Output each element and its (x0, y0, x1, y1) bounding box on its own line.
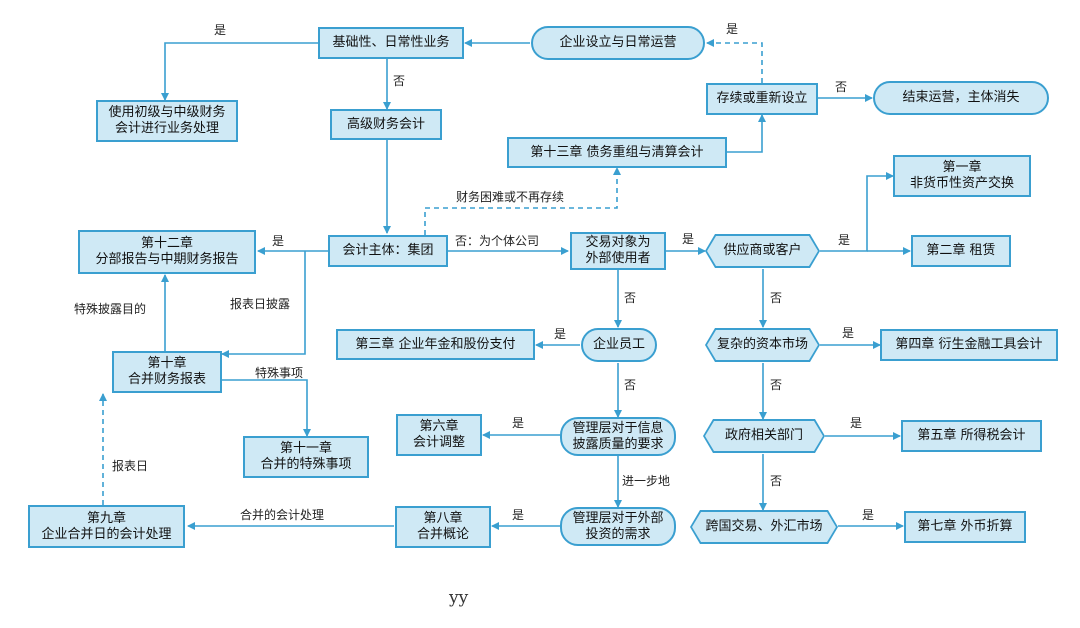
label-yes: 是 (272, 234, 285, 248)
node-government-departments: 政府相关部门 (703, 419, 825, 453)
node-enterprise-setup: 企业设立与日常运营 (531, 26, 705, 60)
label-no: 否 (770, 291, 783, 305)
node-external-investment-needs: 管理层对于外部 投资的需求 (560, 507, 676, 546)
node-cross-border-fx-market: 跨国交易、外汇市场 (690, 510, 838, 544)
label-no: 否 (770, 474, 783, 488)
label-special-items: 特殊事项 (255, 366, 304, 380)
label-yes: 是 (726, 22, 739, 36)
node-chapter-8: 第八章 合并概论 (395, 506, 491, 548)
edge-jcxrc-cjzj (161, 42, 318, 101)
edge-ch10-ch11 (222, 379, 311, 437)
node-chapter-13: 第十三章 债务重组与清算会计 (507, 137, 727, 168)
node-chapter-4: 第四章 衍生金融工具会计 (880, 329, 1058, 361)
label-no: 否 (624, 291, 637, 305)
edge-ch13-cxhcxsl (727, 114, 766, 153)
node-chapter-1: 第一章 非货币性资产交换 (893, 155, 1031, 197)
node-basic-daily-business: 基础性、日常性业务 (318, 27, 464, 59)
node-supplier-or-customer: 供应商或客户 (705, 234, 820, 268)
edge-kjzt-ch10 (221, 251, 306, 358)
label-no: 否 (624, 378, 637, 392)
node-supplier-or-customer-label: 供应商或客户 (707, 236, 818, 266)
edge-gys-ch1 (820, 172, 894, 252)
label-no: 否 (770, 378, 783, 392)
label-report-date-disclosure: 报表日披露 (230, 297, 291, 311)
node-chapter-2: 第二章 租赁 (911, 235, 1011, 267)
label-yes: 是 (850, 416, 863, 430)
node-advanced-accounting: 高级财务会计 (330, 109, 442, 140)
node-chapter-9: 第九章 企业合并日的会计处理 (28, 505, 185, 548)
node-continue-or-reestablish: 存续或重新设立 (706, 83, 818, 115)
node-complex-capital-market: 复杂的资本市场 (705, 328, 820, 362)
node-chapter-6: 第六章 会计调整 (396, 414, 482, 456)
label-yes: 是 (862, 508, 875, 522)
node-cross-border-fx-market-label: 跨国交易、外汇市场 (692, 512, 836, 542)
node-accounting-entity-group: 会计主体：集团 (328, 235, 448, 267)
node-complex-capital-market-label: 复杂的资本市场 (707, 330, 818, 360)
label-further: 进一步地 (622, 474, 671, 488)
node-external-users: 交易对象为 外部使用者 (570, 232, 666, 270)
label-yes: 是 (512, 416, 525, 430)
label-financial-distress: 财务困难或不再存续 (456, 190, 565, 204)
node-end-operation: 结束运营，主体消失 (873, 81, 1049, 115)
node-primary-intermediate-accounting: 使用初级与中级财务 会计进行业务处理 (96, 100, 238, 142)
node-chapter-5: 第五章 所得税会计 (901, 420, 1042, 452)
label-yes: 是 (512, 508, 525, 522)
label-yes: 是 (682, 232, 695, 246)
label-yes: 是 (842, 326, 855, 340)
node-info-disclosure-quality: 管理层对于信息 披露质量的要求 (560, 417, 676, 456)
node-chapter-12: 第十二章 分部报告与中期财务报告 (78, 230, 256, 274)
node-chapter-3: 第三章 企业年金和股份支付 (336, 329, 535, 360)
node-chapter-7: 第七章 外币折算 (904, 511, 1026, 543)
node-government-departments-label: 政府相关部门 (705, 421, 823, 451)
label-no: 否 (835, 80, 848, 94)
label-no-individual-company: 否：为个体公司 (455, 234, 540, 248)
node-employees: 企业员工 (581, 328, 657, 362)
edge-kjzt-ch13 (424, 167, 621, 235)
label-special-disclosure: 特殊披露目的 (74, 302, 147, 316)
label-yes: 是 (214, 23, 227, 37)
edge-cxhcxsl-qyslyrc (706, 39, 763, 83)
label-merger-accounting: 合并的会计处理 (240, 508, 325, 522)
label-yes: 是 (554, 327, 567, 341)
node-chapter-11: 第十一章 合并的特殊事项 (243, 436, 369, 478)
watermark-text: yy (449, 588, 469, 608)
label-yes: 是 (838, 233, 851, 247)
label-no: 否 (393, 74, 406, 88)
label-report-date: 报表日 (112, 459, 149, 473)
node-chapter-10: 第十章 合并财务报表 (112, 351, 222, 393)
